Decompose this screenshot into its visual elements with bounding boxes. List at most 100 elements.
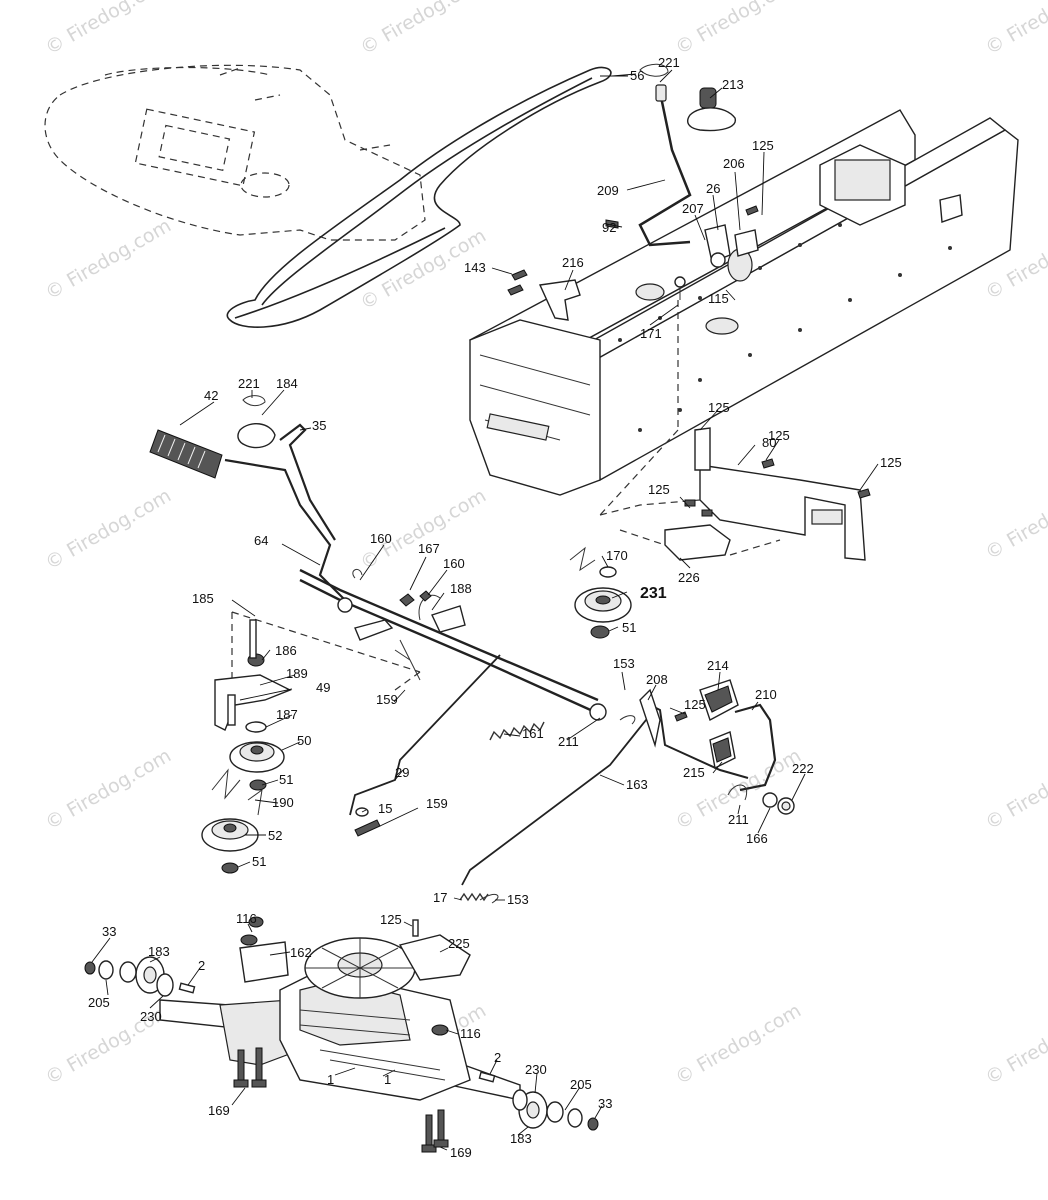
callout-207: 207 (682, 201, 704, 216)
callout-125: 125 (752, 138, 774, 153)
watermark: © Firedog.com (982, 475, 1048, 565)
callout-160: 160 (370, 531, 392, 546)
callout-64: 64 (254, 533, 268, 548)
callout-222: 222 (792, 761, 814, 776)
callout-125: 125 (768, 428, 790, 443)
callout-230: 230 (140, 1009, 162, 1024)
chassis-frame (469, 109, 1019, 496)
callout-52: 52 (268, 828, 282, 843)
callout-211: 211 (558, 734, 579, 749)
callout-169: 169 (450, 1145, 472, 1160)
callout-210: 210 (755, 687, 777, 702)
callout-125: 125 (708, 400, 730, 415)
callout-1: 1 (327, 1072, 334, 1087)
callout-116: 116 (236, 911, 257, 926)
callout-163: 163 (626, 777, 648, 792)
callout-189: 189 (286, 666, 308, 681)
callout-169: 169 (208, 1103, 230, 1118)
callout-50: 50 (297, 733, 311, 748)
idler-pulley-231 (569, 546, 632, 639)
callout-92: 92 (602, 220, 616, 235)
watermark: © Firedog.com (42, 745, 175, 835)
callout-187: 187 (276, 707, 298, 722)
callout-214: 214 (707, 658, 729, 673)
callout-206: 206 (723, 156, 745, 171)
brake-pedal (639, 679, 795, 815)
callout-35: 35 (312, 418, 326, 433)
idler-arm-49 (201, 611, 421, 874)
callout-2: 2 (494, 1050, 501, 1065)
callout-125: 125 (684, 697, 706, 712)
shift-lever (638, 63, 736, 247)
callout-183: 183 (510, 1131, 532, 1146)
callout-205: 205 (570, 1077, 592, 1092)
callout-185: 185 (192, 591, 214, 606)
callout-33: 33 (598, 1096, 612, 1111)
callout-42: 42 (204, 388, 218, 403)
callout-80: 80 (762, 435, 776, 450)
pedal-pad-42 (149, 395, 276, 479)
transaxle (84, 916, 599, 1153)
leader-lines (91, 69, 879, 1151)
watermark: © Firedog.com (42, 0, 175, 59)
callout-211: 211 (728, 812, 749, 827)
watermark: © Firedog.com (357, 485, 490, 575)
callout-17: 17 (433, 890, 447, 905)
callout-166: 166 (746, 831, 768, 846)
callout-183: 183 (148, 944, 170, 959)
callout-171: 171 (640, 326, 662, 341)
callouts: 56 221 213 125 206 209 26 207 92 143 216… (88, 55, 902, 1160)
callout-162: 162 (290, 945, 312, 960)
callout-231: 231 (640, 585, 667, 602)
watermark: © Firedog.com (42, 215, 175, 305)
callout-221: 221 (238, 376, 260, 391)
callout-49: 49 (316, 680, 330, 695)
callout-213: 213 (722, 77, 744, 92)
bracket-216 (507, 269, 581, 321)
callout-226: 226 (678, 570, 700, 585)
callout-125: 125 (380, 912, 402, 927)
callout-190: 190 (272, 795, 294, 810)
watermark: © Firedog.com (982, 0, 1048, 59)
callout-159: 159 (426, 796, 448, 811)
pedal-shaft-64 (224, 423, 607, 721)
callout-153: 153 (613, 656, 635, 671)
callout-116: 116 (460, 1026, 481, 1041)
callout-159: 159 (376, 692, 398, 707)
callout-15: 15 (378, 801, 392, 816)
callout-209: 209 (597, 183, 619, 198)
callout-186: 186 (275, 643, 297, 658)
callout-188: 188 (450, 581, 472, 596)
callout-56: 56 (630, 68, 644, 83)
watermark: © Firedog.com (672, 1000, 805, 1090)
watermark: © Firedog.com (982, 1000, 1048, 1090)
callout-51: 51 (252, 854, 266, 869)
callout-161: 161 (522, 726, 544, 741)
watermark: © Firedog.com (357, 0, 490, 59)
callout-26: 26 (706, 181, 720, 196)
callout-153: 153 (507, 892, 529, 907)
drive-belt (226, 66, 612, 328)
callout-184: 184 (276, 376, 298, 391)
callout-170: 170 (606, 548, 628, 563)
callout-143: 143 (464, 260, 486, 275)
callout-51: 51 (622, 620, 636, 635)
callout-225: 225 (448, 936, 470, 951)
callout-208: 208 (646, 672, 668, 687)
callout-215: 215 (683, 765, 705, 780)
callout-33: 33 (102, 924, 116, 939)
callout-115: 115 (708, 291, 729, 306)
mower-deck-outline (44, 64, 426, 241)
callout-216: 216 (562, 255, 584, 270)
callout-1: 1 (384, 1072, 391, 1087)
watermark: © Firedog.com (42, 485, 175, 575)
callout-125: 125 (648, 482, 670, 497)
watermark: © Firedog.com (672, 0, 805, 59)
callout-160: 160 (443, 556, 465, 571)
callout-205: 205 (88, 995, 110, 1010)
callout-167: 167 (418, 541, 440, 556)
callout-51: 51 (279, 772, 293, 787)
bracket-80 (599, 300, 871, 561)
callout-125: 125 (880, 455, 902, 470)
